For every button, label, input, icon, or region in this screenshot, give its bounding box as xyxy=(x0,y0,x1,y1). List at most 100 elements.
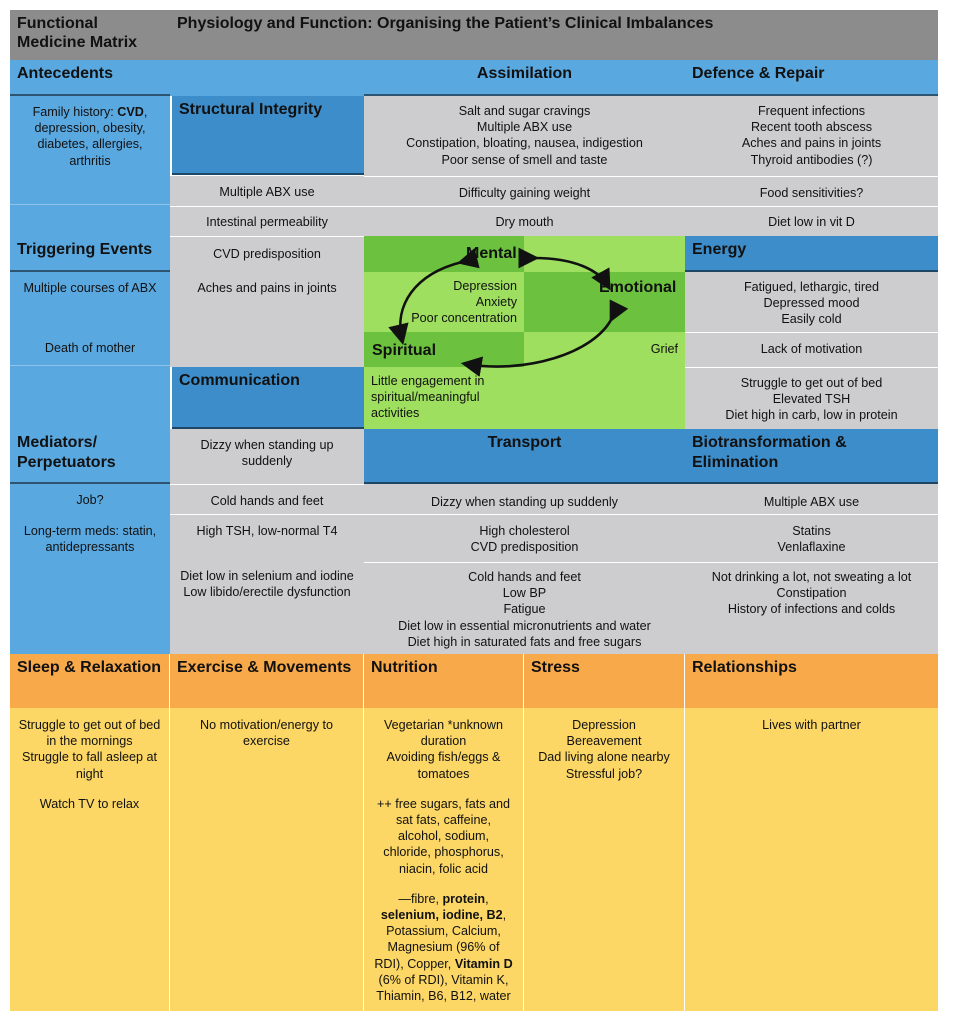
family-history-segment: CVD xyxy=(117,105,144,119)
biotransformation-item: Not drinking a lot, not sweating a lot xyxy=(711,570,912,584)
transport-block: High cholesterol CVD predisposition xyxy=(364,514,685,562)
energy-item: Lack of motivation xyxy=(685,332,938,367)
mind-cell xyxy=(524,367,685,429)
biotransformation-block: Not drinking a lot, not sweating a lot C… xyxy=(685,562,938,654)
relationships-content: Lives with partner xyxy=(685,708,938,1011)
energy-item: Depressed mood xyxy=(763,296,860,311)
defence-item: Thyroid antibodies (?) xyxy=(750,152,873,167)
structural-item: Aches and pains in joints xyxy=(170,272,364,332)
emotional-item: Grief xyxy=(650,342,678,356)
biotransformation-block: Statins Venlaflaxine xyxy=(685,514,938,562)
communication-item: Low libido/erectile dysfunction xyxy=(183,585,351,600)
mediator-item: Long-term meds: statin, antidepressants xyxy=(10,514,170,654)
sleep-header: Sleep & Relaxation xyxy=(10,654,170,708)
transport-item: Diet low in essential micronutrients and… xyxy=(398,618,651,633)
relationships-item: Lives with partner xyxy=(762,718,861,732)
mind-cell xyxy=(524,236,685,272)
nutrition-deficit-segment: (6% of RDI), Vitamin K, Thiamin, B6, B12… xyxy=(376,972,511,1004)
spiritual-label: Spiritual xyxy=(372,342,437,359)
nutrition-item: ++ free sugars, fats and sat fats, caffe… xyxy=(376,796,510,876)
trigger-spacer xyxy=(10,365,170,429)
antecedents-header: Antecedents xyxy=(10,60,170,96)
family-history: Family history: CVD, depression, obesity… xyxy=(33,105,148,168)
transport-item: High cholesterol xyxy=(479,524,570,538)
mediators-header: Mediators/ Perpetuators xyxy=(10,429,170,484)
energy-block: Fatigued, lethargic, tired Depressed moo… xyxy=(685,272,938,332)
structural-spacer xyxy=(170,332,364,367)
defence-item: Recent tooth abscess xyxy=(750,120,873,135)
structural-item: Multiple ABX use xyxy=(170,176,364,206)
stress-header: Stress xyxy=(524,654,685,708)
mental-item: Poor concentration xyxy=(411,311,517,326)
energy-header: Energy xyxy=(685,236,938,272)
structural-header-spacer xyxy=(170,60,364,96)
stress-content: Depression Bereavement Dad living alone … xyxy=(524,708,685,1011)
nutrition-deficits: —fibre, protein, selenium, iodine, B2, P… xyxy=(374,891,513,1004)
relationships-header: Relationships xyxy=(685,654,938,708)
biotransformation-item: Venlaflaxine xyxy=(777,540,846,555)
communication-item: High TSH, low-normal T4 xyxy=(170,514,364,562)
transport-item: Dizzy when standing up suddenly xyxy=(364,484,685,514)
trigger-item: Multiple courses of ABX xyxy=(10,272,170,332)
nutrition-item: Vegetarian *unknown duration xyxy=(383,718,504,749)
transport-item: Fatigue xyxy=(503,602,546,617)
family-history-segment: , depression, obesity, diabetes, allergi… xyxy=(34,105,148,168)
assimilation-header: Assimilation xyxy=(364,60,685,96)
stress-item: Bereavement xyxy=(566,734,642,749)
assimilation-item: Poor sense of smell and taste xyxy=(441,152,608,167)
biotransformation-item: Multiple ABX use xyxy=(685,484,938,514)
transport-item: Low BP xyxy=(502,586,547,601)
nutrition-deficit-segment: selenium, iodine, B2 xyxy=(380,908,503,923)
biotransformation-item: Constipation xyxy=(776,586,847,601)
mind-cell xyxy=(364,367,524,429)
exercise-item: No motivation/energy to exercise xyxy=(199,718,333,749)
nutrition-deficit-segment: protein xyxy=(442,891,486,906)
transport-header: Transport xyxy=(364,429,685,484)
communication-item: Dizzy when standing up suddenly xyxy=(170,429,364,484)
transport-item: Cold hands and feet xyxy=(468,570,581,584)
energy-item: Fatigued, lethargic, tired xyxy=(743,280,880,294)
mental-label: Mental xyxy=(466,245,517,262)
emotional-label: Emotional xyxy=(599,279,677,296)
structural-integrity-header: Structural Integrity xyxy=(172,96,364,175)
communication-item: Diet low in selenium and iodine xyxy=(180,569,354,583)
structural-item: Intestinal permeability xyxy=(170,206,364,236)
energy-item: Easily cold xyxy=(781,312,842,327)
nutrition-deficit-segment: —fibre, xyxy=(398,891,443,906)
nutrition-content: Vegetarian *unknown duration Avoiding fi… xyxy=(364,708,524,1011)
assimilation-item: Multiple ABX use xyxy=(476,120,573,135)
functional-medicine-matrix: Functional Medicine Matrix Physiology an… xyxy=(10,10,938,1011)
triggering-events-header: Triggering Events xyxy=(10,236,170,272)
mental-items: Depression Anxiety Poor concentration xyxy=(364,278,524,332)
trigger-item: Death of mother xyxy=(10,332,170,365)
stress-item: Depression xyxy=(572,718,636,732)
assimilation-item: Constipation, bloating, nausea, indigest… xyxy=(406,136,643,151)
page-title: Physiology and Function: Organising the … xyxy=(170,10,938,60)
energy-item: Diet high in carb, low in protein xyxy=(725,408,898,423)
energy-item: Elevated TSH xyxy=(772,392,851,407)
defence-item: Frequent infections xyxy=(757,104,866,118)
communication-header: Communication xyxy=(172,367,364,429)
energy-block: Struggle to get out of bed Elevated TSH … xyxy=(685,367,938,429)
transport-block: Cold hands and feet Low BP Fatigue Diet … xyxy=(364,562,685,654)
sleep-content: Struggle to get out of bed in the mornin… xyxy=(10,708,170,1011)
transport-item: Diet high in saturated fats and free sug… xyxy=(407,634,642,649)
matrix-title: Functional Medicine Matrix xyxy=(10,10,170,60)
communication-diet: Diet low in selenium and iodine Low libi… xyxy=(170,562,364,654)
assimilation-item: Difficulty gaining weight xyxy=(364,176,685,206)
sleep-item: Struggle to get out of bed in the mornin… xyxy=(18,718,161,749)
stress-item: Dad living alone nearby xyxy=(538,750,670,765)
mental-item: Depression xyxy=(453,279,517,293)
energy-item: Struggle to get out of bed xyxy=(740,376,883,390)
assimilation-block: Salt and sugar cravings Multiple ABX use… xyxy=(364,96,685,176)
exercise-header: Exercise & Movements xyxy=(170,654,364,708)
exercise-content: No motivation/energy to exercise xyxy=(170,708,364,1011)
defence-block: Frequent infections Recent tooth abscess… xyxy=(685,96,938,176)
assimilation-item: Dry mouth xyxy=(364,206,685,236)
structural-item: CVD predisposition xyxy=(170,236,364,272)
nutrition-deficit-segment: , xyxy=(485,891,489,906)
communication-item: Cold hands and feet xyxy=(170,484,364,514)
family-history-segment: Family history: xyxy=(32,105,118,119)
biotransformation-item: History of infections and colds xyxy=(727,602,896,617)
stress-item: Stressful job? xyxy=(565,766,643,781)
